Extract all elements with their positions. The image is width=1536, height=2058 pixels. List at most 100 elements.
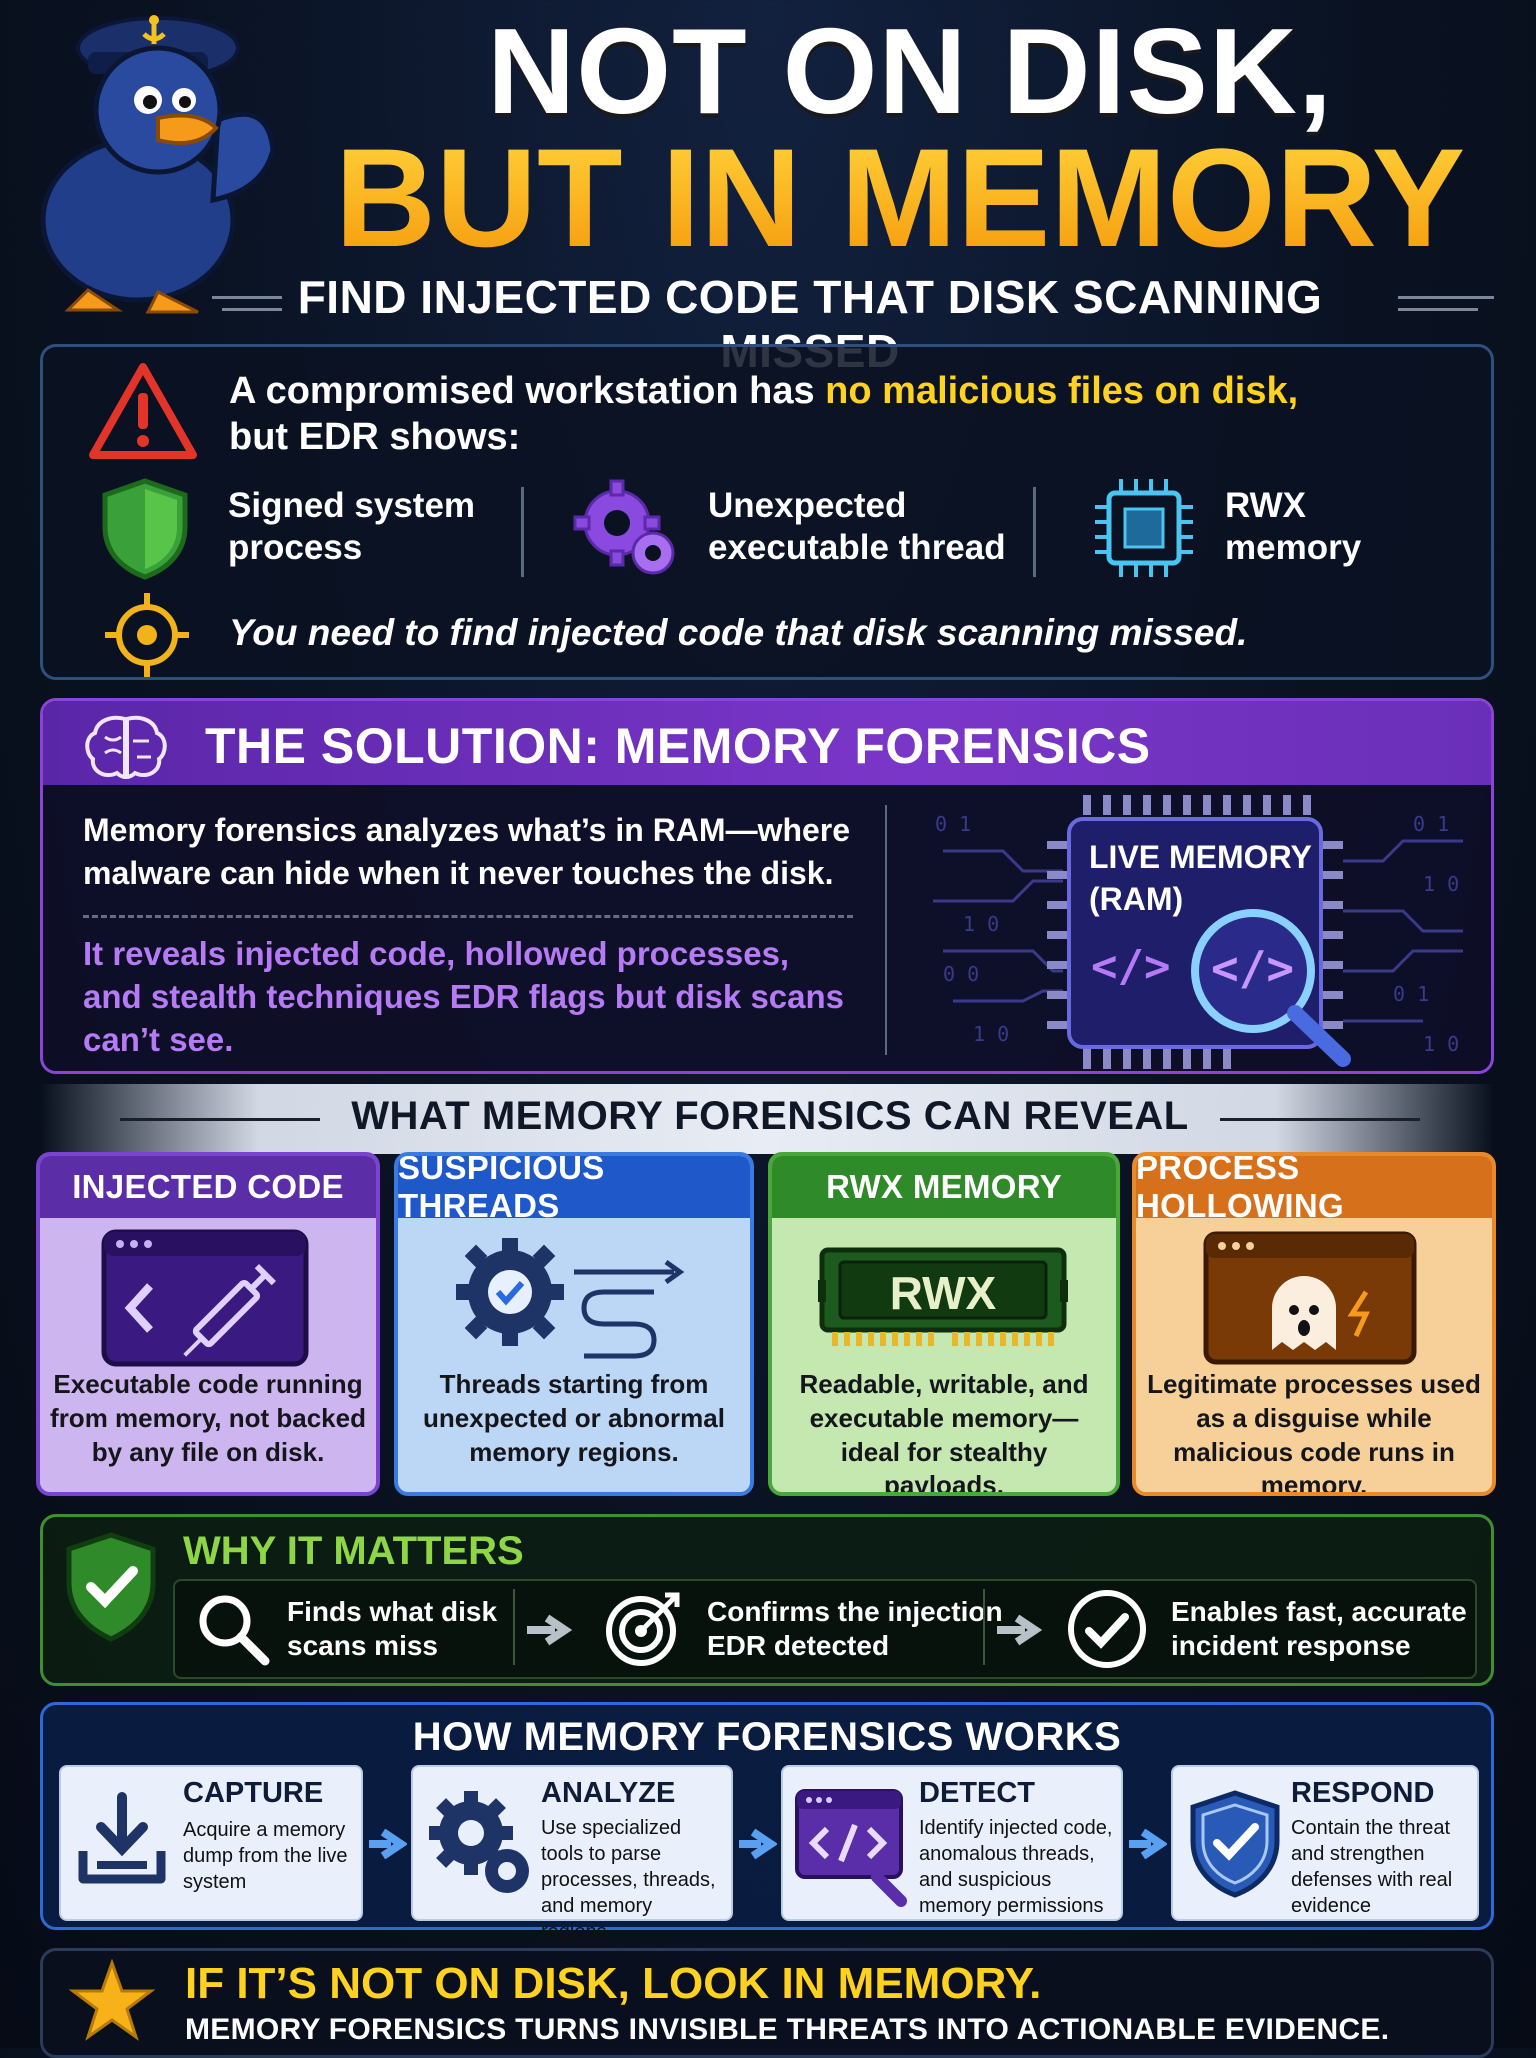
problem-goal: You need to find injected code that disk… <box>229 612 1248 653</box>
why-divider-1 <box>513 1589 515 1665</box>
arrow-right-icon <box>995 1613 1043 1652</box>
subtitle-rule-left-2 <box>222 308 282 311</box>
shield-check-icon <box>1187 1789 1283 1904</box>
card-text: Executable code running from memory, not… <box>50 1369 366 1467</box>
solution-panel: THE SOLUTION: MEMORY FORENSICS Memory fo… <box>40 698 1494 1074</box>
problem-item-2: Unexpected executable thread <box>708 486 1006 567</box>
problem-intro: A compromised workstation has no malicio… <box>229 369 1449 460</box>
solution-divider <box>885 805 887 1055</box>
svg-text:0 0: 0 0 <box>943 962 979 986</box>
brain-icon <box>81 713 171 786</box>
svg-text:0 1: 0 1 <box>1413 812 1449 836</box>
how-step-respond: RESPOND Contain the threat and strengthe… <box>1171 1765 1479 1921</box>
footer-panel: IF IT’S NOT ON DISK, LOOK IN MEMORY. MEM… <box>40 1948 1494 2058</box>
step-title: RESPOND <box>1291 1777 1435 1809</box>
how-heading: HOW MEMORY FORENSICS WORKS <box>412 1715 1122 1759</box>
reveal-rule-left <box>120 1118 320 1121</box>
why-items-box <box>173 1579 1477 1679</box>
chip-icon <box>1091 477 1197 586</box>
why-heading: WHY IT MATTERS <box>183 1529 524 1573</box>
reveal-card-rwx-memory: RWX MEMORY RWX Readable, writable, and e… <box>768 1152 1120 1496</box>
solution-heading: THE SOLUTION: MEMORY FORENSICS <box>205 718 1151 774</box>
card-text: Legitimate processes used as a disguise … <box>1147 1369 1481 1496</box>
step-title: ANALYZE <box>541 1777 676 1809</box>
how-panel: HOW MEMORY FORENSICS WORKS CAPTURE Acqui… <box>40 1702 1494 1943</box>
gears-icon <box>573 477 683 586</box>
crosshair-icon <box>103 593 191 682</box>
step-text: Identify injected code, anomalous thread… <box>919 1817 1113 1917</box>
solution-header <box>43 701 1491 785</box>
step-text: Contain the threat and strengthen defens… <box>1291 1817 1453 1917</box>
reveal-heading: WHAT MEMORY FORENSICS CAN REVEAL <box>351 1094 1189 1138</box>
problem-divider-1 <box>521 487 524 577</box>
chip-code-magnified: </> <box>1211 941 1295 995</box>
problem-panel: A compromised workstation has no malicio… <box>40 344 1494 680</box>
subtitle-rule-left <box>212 296 282 299</box>
why-panel: WHY IT MATTERS Finds what disk scans mis… <box>40 1514 1494 1686</box>
card-text: Threads starting from unexpected or abno… <box>423 1369 725 1467</box>
svg-text:1 0: 1 0 <box>963 912 999 936</box>
arrow-right-icon <box>525 1613 573 1652</box>
chip-code-left: </> <box>1091 941 1171 992</box>
reveal-rule-right <box>1220 1118 1420 1121</box>
subtitle-rule-right <box>1398 296 1494 299</box>
step-text: Acquire a memory dump from the live syst… <box>183 1819 348 1893</box>
download-icon <box>75 1791 169 1896</box>
how-step-capture: CAPTURE Acquire a memory dump from the l… <box>59 1765 363 1921</box>
card-title: SUSPICIOUS THREADS <box>398 1156 750 1224</box>
page-title-line-2: BUT IN MEMORY <box>270 128 1530 268</box>
svg-text:0 1: 0 1 <box>935 812 971 836</box>
arrow-right-icon <box>1127 1827 1169 1866</box>
problem-item-1: Signed system process <box>228 486 476 567</box>
problem-item-3: RWX memory <box>1225 486 1362 567</box>
reveal-card-injected-code: INJECTED CODE Executable code running fr… <box>36 1152 380 1496</box>
ghost-window-icon <box>1202 1230 1418 1371</box>
problem-intro-a: A compromised workstation has <box>229 370 826 412</box>
ram-stick-icon <box>818 1240 1068 1357</box>
reveal-card-suspicious-threads: SUSPICIOUS THREADS Threads starting from… <box>394 1152 754 1496</box>
gear-thread-icon <box>454 1232 694 1367</box>
why-item-2: Confirms the injection EDR detected <box>707 1596 1003 1661</box>
solution-text-2: It reveals injected code, hollowed proce… <box>83 935 845 1058</box>
card-title: RWX MEMORY <box>772 1156 1116 1218</box>
arrow-right-icon <box>737 1827 779 1866</box>
why-divider-2 <box>983 1589 985 1665</box>
duck-mascot <box>8 0 278 320</box>
problem-intro-b: but EDR shows: <box>229 415 521 458</box>
check-circle-icon <box>1065 1587 1149 1676</box>
footer-line-2: MEMORY FORENSICS TURNS INVISIBLE THREATS… <box>185 2013 1390 2046</box>
how-step-detect: DETECT Identify injected code, anomalous… <box>781 1765 1123 1921</box>
svg-text:1 0: 1 0 <box>1423 872 1459 896</box>
live-memory-chip: 0 1 1 0 0 0 1 0 0 1 1 0 0 1 1 0 LIVE MEMORY (R… <box>923 791 1483 1071</box>
chip-label-2: (RAM) <box>1089 881 1184 917</box>
how-step-analyze: ANALYZE Use specialized tools to parse p… <box>411 1765 733 1943</box>
problem-divider-2 <box>1033 487 1036 577</box>
footer-line-1: IF IT’S NOT ON DISK, LOOK IN MEMORY. <box>185 1959 1042 2008</box>
solution-dotted-rule <box>83 915 853 918</box>
chip-label-1: LIVE MEMORY <box>1089 839 1312 875</box>
duck-mascot-icon <box>40 15 276 314</box>
card-title: INJECTED CODE <box>40 1156 376 1218</box>
step-title: CAPTURE <box>183 1777 324 1809</box>
star-icon <box>68 1958 156 2048</box>
step-title: DETECT <box>919 1777 1035 1809</box>
solution-text-1: Memory forensics analyzes what’s in RAM—… <box>83 812 851 892</box>
svg-text:0 1: 0 1 <box>1393 982 1429 1006</box>
subtitle-rule-right-2 <box>1398 308 1478 311</box>
rwx-label: RWX <box>889 1267 997 1319</box>
why-item-3: Enables fast, accurate incident response <box>1171 1596 1467 1661</box>
problem-intro-highlight: no malicious files on disk, <box>825 370 1299 412</box>
card-title: PROCESS HOLLOWING <box>1136 1156 1492 1224</box>
page-title-line-1: NOT ON DISK, <box>487 3 1333 139</box>
warning-icon <box>87 361 199 466</box>
code-magnifier-icon <box>793 1787 911 1912</box>
gears-icon <box>427 1789 533 1904</box>
arrow-right-icon <box>367 1827 409 1866</box>
step-text: Use specialized tools to parse processes… <box>541 1817 716 1943</box>
svg-text:1 0: 1 0 <box>973 1022 1009 1046</box>
svg-text:1 0: 1 0 <box>1423 1032 1459 1056</box>
reveal-card-process-hollowing: PROCESS HOLLOWING Legitimate processes u… <box>1132 1152 1496 1496</box>
magnifier-icon <box>193 1589 273 1674</box>
shield-check-icon <box>63 1531 159 1648</box>
card-text: Readable, writable, and executable memor… <box>799 1369 1089 1496</box>
